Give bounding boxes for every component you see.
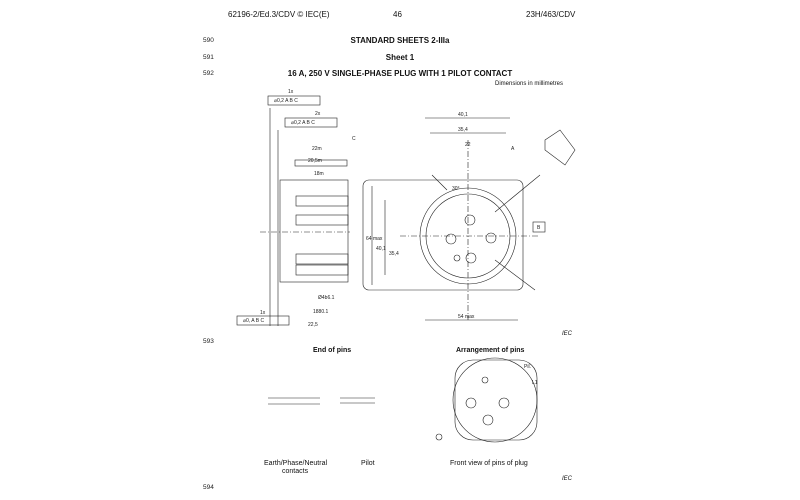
line-number-594: 594 [203, 484, 214, 491]
count-1x-bottom: 1x [260, 310, 266, 316]
header-page-number: 46 [393, 10, 402, 19]
datum-a: A [511, 146, 515, 152]
tolerance-frame-3: ⌀0, A B C [243, 318, 264, 324]
dimensions-note: Dimensions in millimetres [495, 81, 564, 87]
dim-35-4-vertical: 35,4 [389, 251, 399, 257]
iec-mark-bottom: IEC [562, 476, 573, 482]
angle-30: 30° [452, 186, 460, 192]
dim-35-4: 35,4 [458, 127, 468, 133]
line-number-592: 592 [203, 70, 214, 77]
front-view-label: Front view of pins of plug [450, 460, 528, 467]
line-number-593: 593 [203, 338, 214, 345]
line-number-590: 590 [203, 37, 214, 44]
plug-title: 16 A, 250 V SINGLE-PHASE PLUG WITH 1 PIL… [287, 69, 513, 78]
tolerance-frame-1: ⌀0,2 A B C [274, 98, 298, 104]
dim-22m: 22m [312, 146, 322, 152]
dim-22-5: 22,5 [308, 322, 318, 328]
count-2x: 2x [315, 111, 321, 117]
datum-b: B [537, 225, 541, 231]
arrangement-of-pins-label: Arrangement of pins [456, 347, 525, 354]
dim-54-max: 54 max [458, 314, 475, 320]
standard-sheets-title: STANDARD SHEETS 2-IIIa [350, 36, 450, 45]
count-1x-top: 1x [288, 89, 294, 95]
header-right: 23H/463/CDV [526, 10, 576, 19]
sheet-title: Sheet 1 [385, 53, 415, 62]
label-pil: Pil. [524, 364, 531, 370]
line-number-591: 591 [203, 54, 214, 61]
dim-64-max: 64 max [366, 236, 383, 242]
dim-4b: Ø4b6.1 [318, 295, 335, 301]
pilot-label: Pilot [361, 460, 375, 467]
earth-phase-neutral-label: Earth/Phase/Neutral [264, 460, 328, 467]
dim-40-1: 40,1 [458, 112, 468, 118]
dim-40-1-vertical: 40,1 [376, 246, 386, 252]
dim-1880: 1880.1 [313, 309, 329, 315]
iec-mark-top: IEC [562, 331, 573, 337]
header-left: 62196-2/Ed.3/CDV © IEC(E) [228, 10, 330, 19]
label-l1: L1 [532, 380, 538, 386]
tolerance-frame-2: ⌀0,2 A B C [291, 120, 315, 126]
dim-22: 22 [465, 142, 471, 148]
dim-18m: 18m [314, 171, 324, 177]
datum-c: C [352, 136, 356, 142]
contacts-label: contacts [282, 468, 309, 475]
end-of-pins-label: End of pins [313, 347, 352, 354]
dim-20-5: 20,5m [308, 158, 322, 164]
